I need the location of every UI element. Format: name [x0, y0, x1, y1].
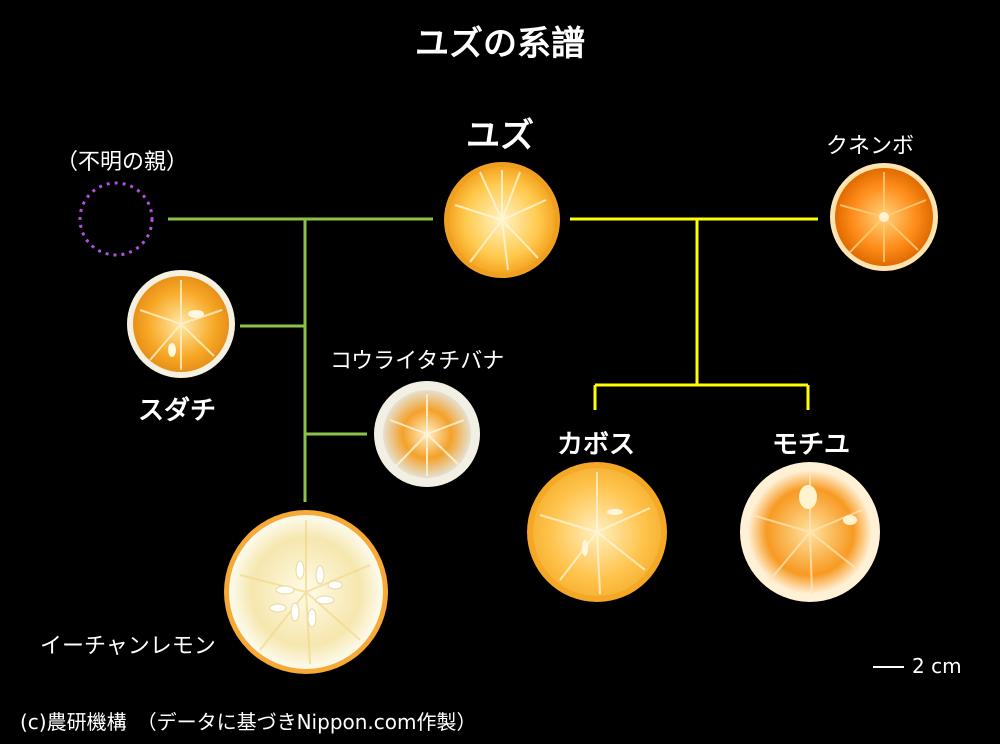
label-kunenbo: クネンボ	[826, 134, 915, 159]
label-kouraitachibana: コウライタチバナ	[330, 349, 505, 374]
kunenbo-cross-lines	[570, 217, 818, 410]
label-yuzu: ユズ	[466, 116, 534, 156]
unknown-parent-circle	[78, 181, 154, 257]
fruit-yuzu	[444, 162, 560, 278]
yuzu-cross-lines	[168, 217, 433, 502]
scale-label: 2 cm	[912, 654, 962, 678]
label-mochiyu: モチユ	[772, 430, 851, 460]
label-sudachi: スダチ	[138, 396, 217, 426]
fruit-kouraitachibana	[374, 381, 480, 487]
label-unknown-parent: （不明の親）	[56, 150, 189, 175]
fruit-sudachi	[127, 270, 235, 378]
fruit-mochiyu	[740, 462, 880, 602]
label-kabosu: カボス	[557, 430, 636, 460]
label-ichanglemon: イーチャンレモン	[40, 634, 216, 659]
fruit-kabosu	[527, 462, 667, 602]
credit-text: (c)農研機構 （データに基づきNippon.com作製）	[20, 710, 477, 734]
page-title: ユズの系譜	[415, 24, 585, 64]
fruit-kunenbo	[830, 163, 938, 271]
fruit-ichanglemon	[224, 510, 388, 674]
